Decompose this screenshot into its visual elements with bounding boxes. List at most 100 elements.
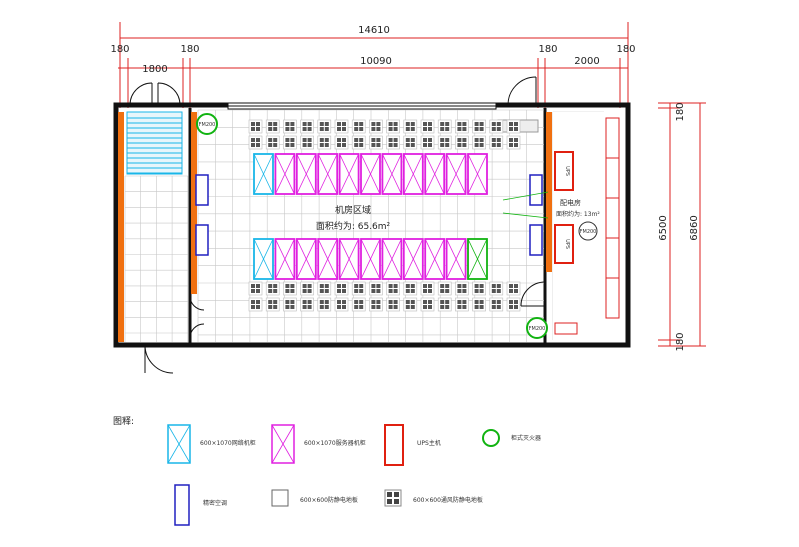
vent-tile bbox=[437, 119, 452, 134]
vent-tile bbox=[489, 135, 504, 150]
legend-item-label: 柜式灭火器 bbox=[511, 434, 541, 442]
dim-total-width: 14610 bbox=[358, 25, 390, 36]
vent-tile bbox=[403, 135, 418, 150]
power-room-area: 面积约为: 13m² bbox=[556, 210, 600, 218]
server-cabinet bbox=[467, 153, 488, 195]
vent-tile bbox=[420, 281, 435, 296]
door-top-right bbox=[507, 76, 537, 106]
server-cabinet bbox=[338, 238, 360, 280]
vent-tile bbox=[283, 135, 297, 150]
power-room-title: 配电房 bbox=[560, 198, 581, 207]
server-cabinet bbox=[317, 238, 339, 280]
server-cabinet bbox=[381, 153, 403, 195]
vent-tile bbox=[506, 281, 521, 296]
vent-tile bbox=[283, 281, 297, 296]
vent-tile bbox=[351, 297, 366, 312]
door-side-left bbox=[189, 295, 205, 339]
vent-tile bbox=[317, 281, 332, 296]
orange-lining-center-left bbox=[191, 112, 197, 294]
floor-grid-left bbox=[124, 175, 189, 342]
dim-right-outer: 6860 bbox=[689, 215, 700, 240]
vent-tile bbox=[334, 135, 349, 150]
dim-center-wall-right: 180 bbox=[538, 44, 557, 55]
door-bottom-left bbox=[144, 344, 174, 374]
vent-tile bbox=[283, 119, 297, 134]
legend-item-label: 600×1070网络机柜 bbox=[200, 439, 256, 447]
stair bbox=[126, 111, 183, 175]
ac-unit-left-2 bbox=[195, 224, 209, 256]
network-cabinet bbox=[253, 238, 274, 280]
ac-units bbox=[195, 174, 543, 256]
server-cabinet bbox=[402, 153, 424, 195]
vent-tile bbox=[351, 135, 366, 150]
server-cabinet bbox=[317, 153, 339, 195]
fire-extinguisher-3-label: FM200 bbox=[580, 229, 597, 235]
server-cabinet bbox=[360, 153, 381, 195]
ac-unit-right-2 bbox=[529, 224, 543, 256]
vent-tile bbox=[248, 281, 263, 296]
dim-right-wall: 180 bbox=[616, 44, 635, 55]
vent-tile bbox=[420, 297, 435, 312]
legend-item-vent-floor: 600×600通风防静电地板 bbox=[384, 489, 483, 507]
vent-tile bbox=[506, 119, 521, 134]
dim-center: 10090 bbox=[360, 56, 392, 67]
vent-tile bbox=[455, 297, 469, 312]
right-dimensions bbox=[658, 102, 706, 347]
server-cabinet bbox=[295, 238, 317, 280]
ac-unit-left-1 bbox=[195, 174, 209, 206]
vent-tile bbox=[369, 281, 383, 296]
server-cabinet bbox=[467, 238, 488, 280]
ups-unit-1 bbox=[554, 151, 574, 191]
ac-unit-right-1 bbox=[529, 174, 543, 206]
vent-tile bbox=[248, 119, 263, 134]
vent-tile bbox=[472, 297, 486, 312]
fire-extinguisher-1: FM200 bbox=[196, 113, 218, 135]
dim-right-section: 2000 bbox=[574, 56, 599, 67]
fire-extinguisher-2: FM200 bbox=[526, 317, 548, 339]
vent-tile bbox=[455, 119, 469, 134]
vent-tile bbox=[369, 119, 383, 134]
fire-extinguisher-2-label: FM200 bbox=[529, 326, 546, 332]
vent-tile bbox=[300, 297, 314, 312]
pipe-lines bbox=[502, 191, 549, 219]
top-dimensions bbox=[118, 22, 629, 108]
vent-tile bbox=[300, 135, 314, 150]
legend-item-extinguisher: 柜式灭火器 bbox=[482, 429, 541, 447]
vent-tile bbox=[386, 281, 400, 296]
vent-tile bbox=[386, 135, 400, 150]
vent-tile bbox=[472, 135, 486, 150]
vent-tile bbox=[506, 297, 521, 312]
vent-tile bbox=[472, 119, 486, 134]
legend-item-label: 600×1070服务器机柜 bbox=[304, 439, 366, 447]
legend-item-ac: 精密空调 bbox=[174, 484, 227, 526]
vent-tile bbox=[489, 281, 504, 296]
server-cabinet bbox=[381, 238, 403, 280]
server-cabinet bbox=[360, 238, 381, 280]
network-cabinet bbox=[253, 153, 274, 195]
ups-unit-2-label: UPS bbox=[564, 239, 570, 249]
cabinet-rows bbox=[253, 153, 488, 280]
dim-right-top: 180 bbox=[675, 102, 686, 121]
vent-tile bbox=[317, 119, 332, 134]
vent-tile bbox=[265, 281, 280, 296]
server-cabinet bbox=[295, 153, 317, 195]
legend-item-floor: 600×600防静电地板 bbox=[271, 489, 358, 507]
server-cabinet bbox=[402, 238, 424, 280]
server-cabinet bbox=[274, 153, 296, 195]
door-top-left bbox=[129, 82, 181, 106]
legend-item-label: UPS主机 bbox=[417, 439, 441, 447]
vent-tile bbox=[334, 297, 349, 312]
dim-center-wall-left: 180 bbox=[180, 44, 199, 55]
vent-tile bbox=[437, 297, 452, 312]
vent-tile bbox=[351, 119, 366, 134]
vent-tile bbox=[489, 297, 504, 312]
vent-tile bbox=[369, 297, 383, 312]
vent-tile bbox=[248, 135, 263, 150]
vent-tile bbox=[334, 281, 349, 296]
orange-lining-left bbox=[118, 112, 124, 342]
legend-item-ups: UPS主机 bbox=[384, 424, 441, 466]
vent-floor-rows bbox=[248, 119, 521, 312]
